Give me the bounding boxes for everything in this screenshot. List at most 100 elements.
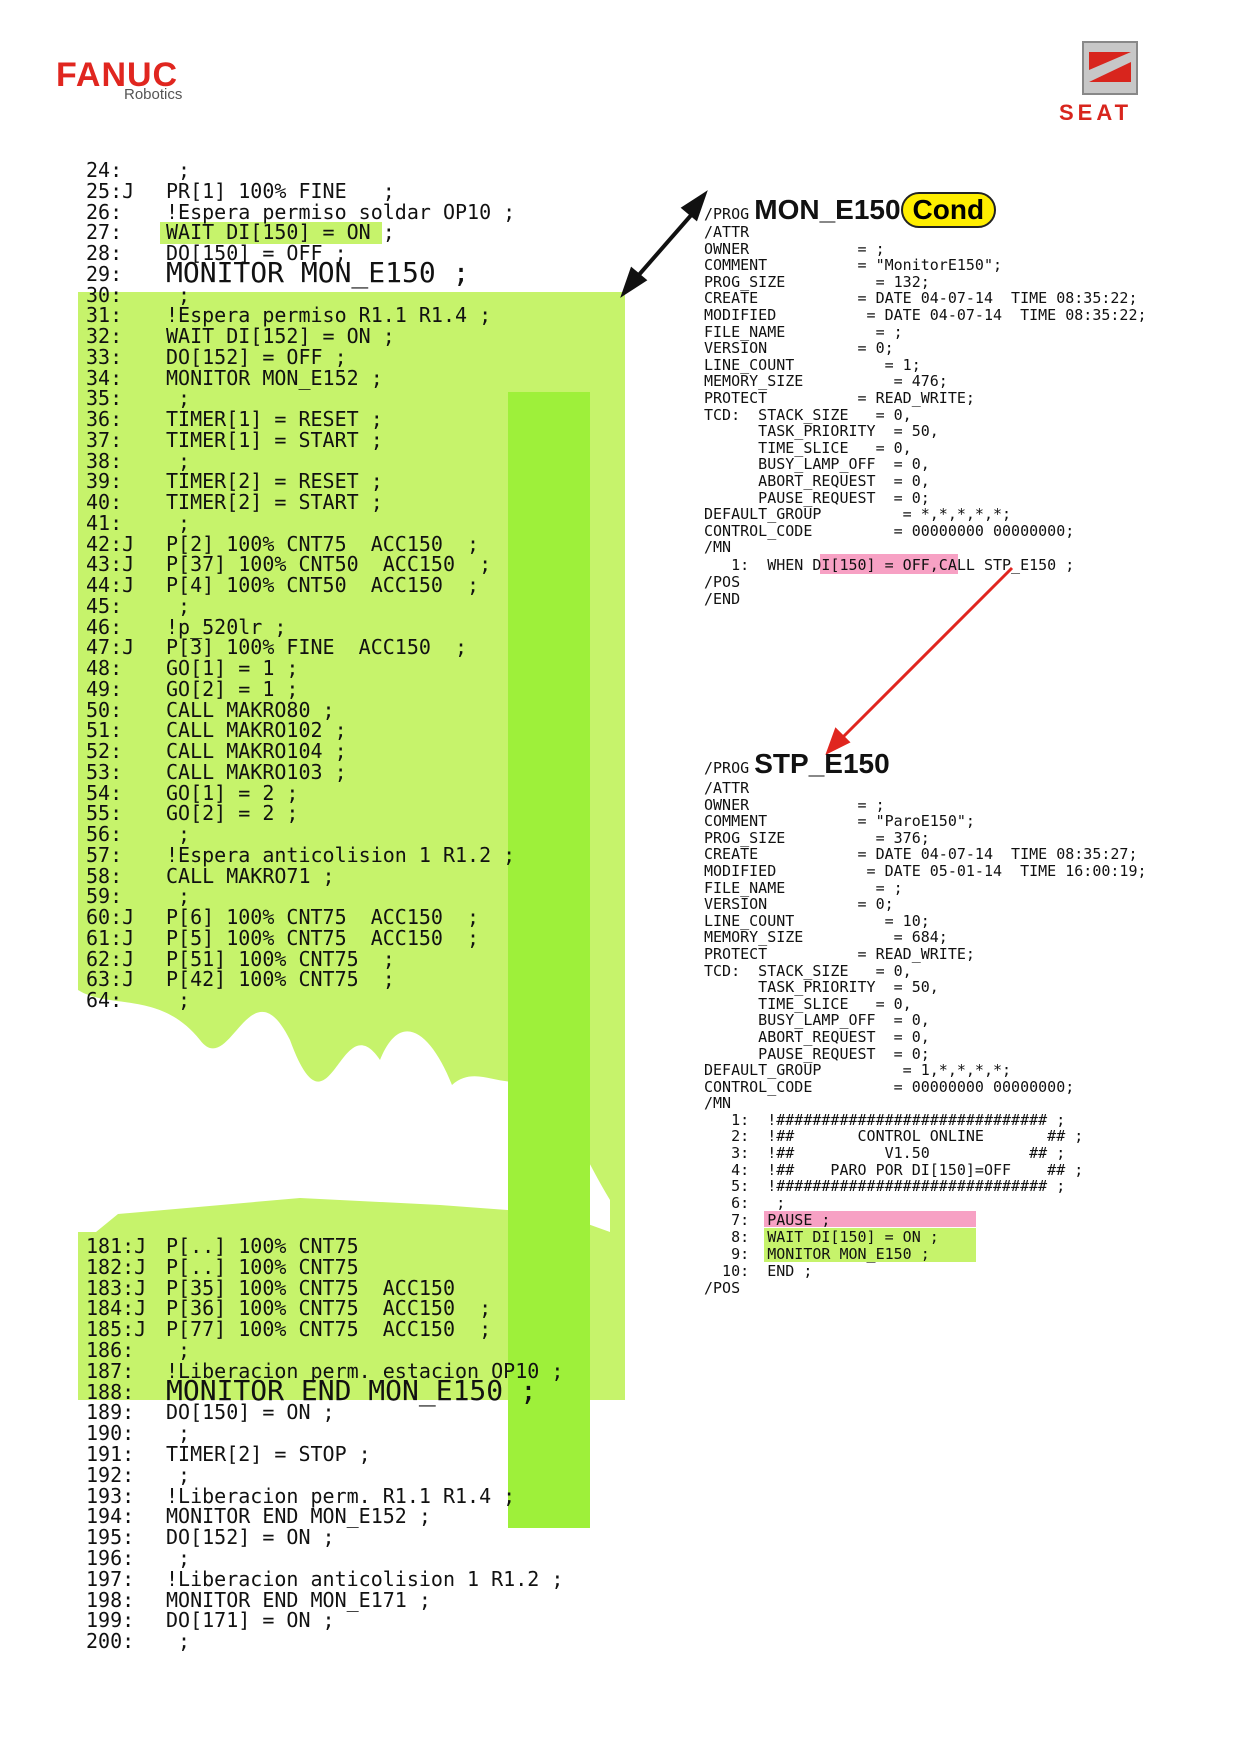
line-number: 31: (86, 303, 123, 328)
code-line: WAIT DI[150] = ON ; (166, 220, 395, 245)
line-number: 63:J (86, 967, 135, 992)
code-line: P[5] 100% CNT75 ACC150 ; (166, 925, 480, 950)
stp-e150-line8: 8: WAIT DI[150] = ON ; (704, 1228, 939, 1246)
stp-e150-line9: 9: MONITOR MON_E150 ; (704, 1245, 930, 1263)
line-number: 188: (86, 1379, 135, 1404)
line-number: 55: (86, 801, 123, 826)
code-line: MONITOR END MON_E150 ; (166, 1373, 537, 1407)
stp-e150-line10: 10: END ; (704, 1262, 813, 1280)
code-line: !Espera permiso soldar OP10 ; (166, 199, 516, 224)
line-number: 46: (86, 614, 123, 639)
line-number: 194: (86, 1504, 135, 1529)
code-line: !Liberacion perm. R1.1 R1.4 ; (166, 1483, 516, 1508)
code-line: P[6] 100% CNT75 ACC150 ; (166, 905, 480, 929)
line-number: 43:J (86, 552, 135, 577)
seat-emblem-icon (1082, 41, 1138, 95)
line-number: 190: (86, 1421, 135, 1446)
line-number: 36: (86, 407, 123, 431)
line-number: 53: (86, 759, 123, 784)
line-number: 29: (86, 261, 123, 286)
line-number: 189: (86, 1400, 135, 1425)
line-number: 41: (86, 510, 123, 535)
code-line: TIMER[2] = RESET ; (166, 469, 383, 494)
prog-label: /PROG (704, 759, 750, 777)
code-line: CALL MAKRO71 ; (166, 863, 335, 888)
code-line: TIMER[1] = RESET ; (166, 407, 383, 431)
line-number: 182:J (86, 1254, 147, 1279)
line-number: 40: (86, 490, 123, 514)
line-number: 49: (86, 676, 123, 701)
code-line: !Liberacion perm. estacion OP10 ; (166, 1358, 564, 1383)
stp-resume-highlight (764, 1228, 976, 1262)
code-line: ; (166, 1421, 191, 1446)
code-line: DO[150] = ON ; (166, 1400, 335, 1425)
line-number: 58: (86, 863, 123, 888)
code-line: CALL MAKRO80 ; (166, 697, 335, 722)
code-line: TIMER[2] = STOP ; (166, 1442, 371, 1466)
line-number: 61:J (86, 925, 135, 950)
code-line: WAIT DI[152] = ON ; (166, 324, 395, 348)
call-arrow-icon (825, 566, 1014, 756)
line-number: 186: (86, 1338, 135, 1362)
code-line: MONITOR MON_E150 ; (166, 255, 470, 289)
code-line: ; (166, 988, 191, 1012)
code-line: !Espera anticolision 1 R1.2 ; (166, 842, 516, 867)
code-line: P[..] 100% CNT75 (166, 1254, 359, 1279)
line-number: 187: (86, 1358, 135, 1383)
line-number: 57: (86, 842, 123, 867)
monitor-active-bar (508, 392, 590, 1528)
code-line: ; (166, 822, 191, 846)
code-line: P[77] 100% CNT75 ACC150 ; (166, 1317, 492, 1342)
line-number: 37: (86, 427, 123, 452)
code-line: MONITOR MON_E152 ; (166, 365, 383, 390)
line-number: 197: (86, 1566, 135, 1591)
code-line: MONITOR END MON_E171 ; (166, 1587, 431, 1612)
code-line: P[4] 100% CNT50 ACC150 ; (166, 573, 480, 597)
line-number: 48: (86, 656, 123, 680)
code-line: ; (166, 593, 191, 618)
code-line: GO[1] = 1 ; (166, 656, 299, 680)
line-number: 54: (86, 780, 123, 805)
line-number: 60:J (86, 905, 135, 929)
mon-e150-mn-line: 1: WHEN DI[150] = OFF,CALL STP_E150 ; (704, 556, 1075, 574)
code-line: TIMER[2] = START ; (166, 490, 383, 514)
code-line: ; (166, 1546, 191, 1570)
stp-pause-highlight (764, 1211, 976, 1227)
line-number: 34: (86, 365, 123, 390)
code-line: DO[152] = OFF ; (166, 344, 347, 369)
link-arrow-icon (620, 190, 708, 298)
line-number: 195: (86, 1525, 135, 1550)
program-name: STP_E150 (754, 748, 890, 779)
code-line: ; (166, 282, 191, 307)
code-line: ; (166, 1462, 191, 1487)
stp-e150-header: /PROG STP_E150 (704, 748, 890, 780)
line-number: 47:J (86, 635, 135, 660)
line-number: 30: (86, 282, 123, 307)
seat-logo-text: SEAT (1059, 100, 1133, 125)
code-line: ; (166, 510, 191, 535)
line-number: 24: (86, 158, 123, 182)
code-line: !Liberacion anticolision 1 R1.2 ; (166, 1566, 564, 1591)
cond-badge: Cond (900, 192, 997, 228)
line-number: 26: (86, 199, 123, 224)
line-number: 51: (86, 718, 123, 743)
code-line: !Espera permiso R1.1 R1.4 ; (166, 303, 492, 328)
program-name: MON_E150 (754, 194, 901, 225)
stp-e150-attributes: /ATTR OWNER = ; COMMENT = "ParoE150"; PR… (704, 779, 1147, 1212)
line-number: 62:J (86, 946, 135, 971)
code-line: GO[2] = 1 ; (166, 676, 299, 701)
stp-e150-line7: 7: PAUSE ; (704, 1211, 831, 1229)
line-number: 56: (86, 822, 123, 846)
code-line: P[42] 100% CNT75 ; (166, 967, 395, 992)
line27-highlight (160, 222, 382, 244)
code-line: ; (166, 1338, 191, 1362)
line-number: 25:J (86, 178, 135, 203)
code-line: DO[150] = OFF ; (166, 241, 347, 265)
code-line: CALL MAKRO103 ; (166, 759, 347, 784)
code-line: GO[1] = 2 ; (166, 780, 299, 805)
code-line: P[37] 100% CNT50 ACC150 ; (166, 552, 492, 577)
code-line: GO[2] = 2 ; (166, 801, 299, 826)
monitor-block-highlight (78, 292, 625, 1400)
code-line: ; (166, 158, 191, 182)
